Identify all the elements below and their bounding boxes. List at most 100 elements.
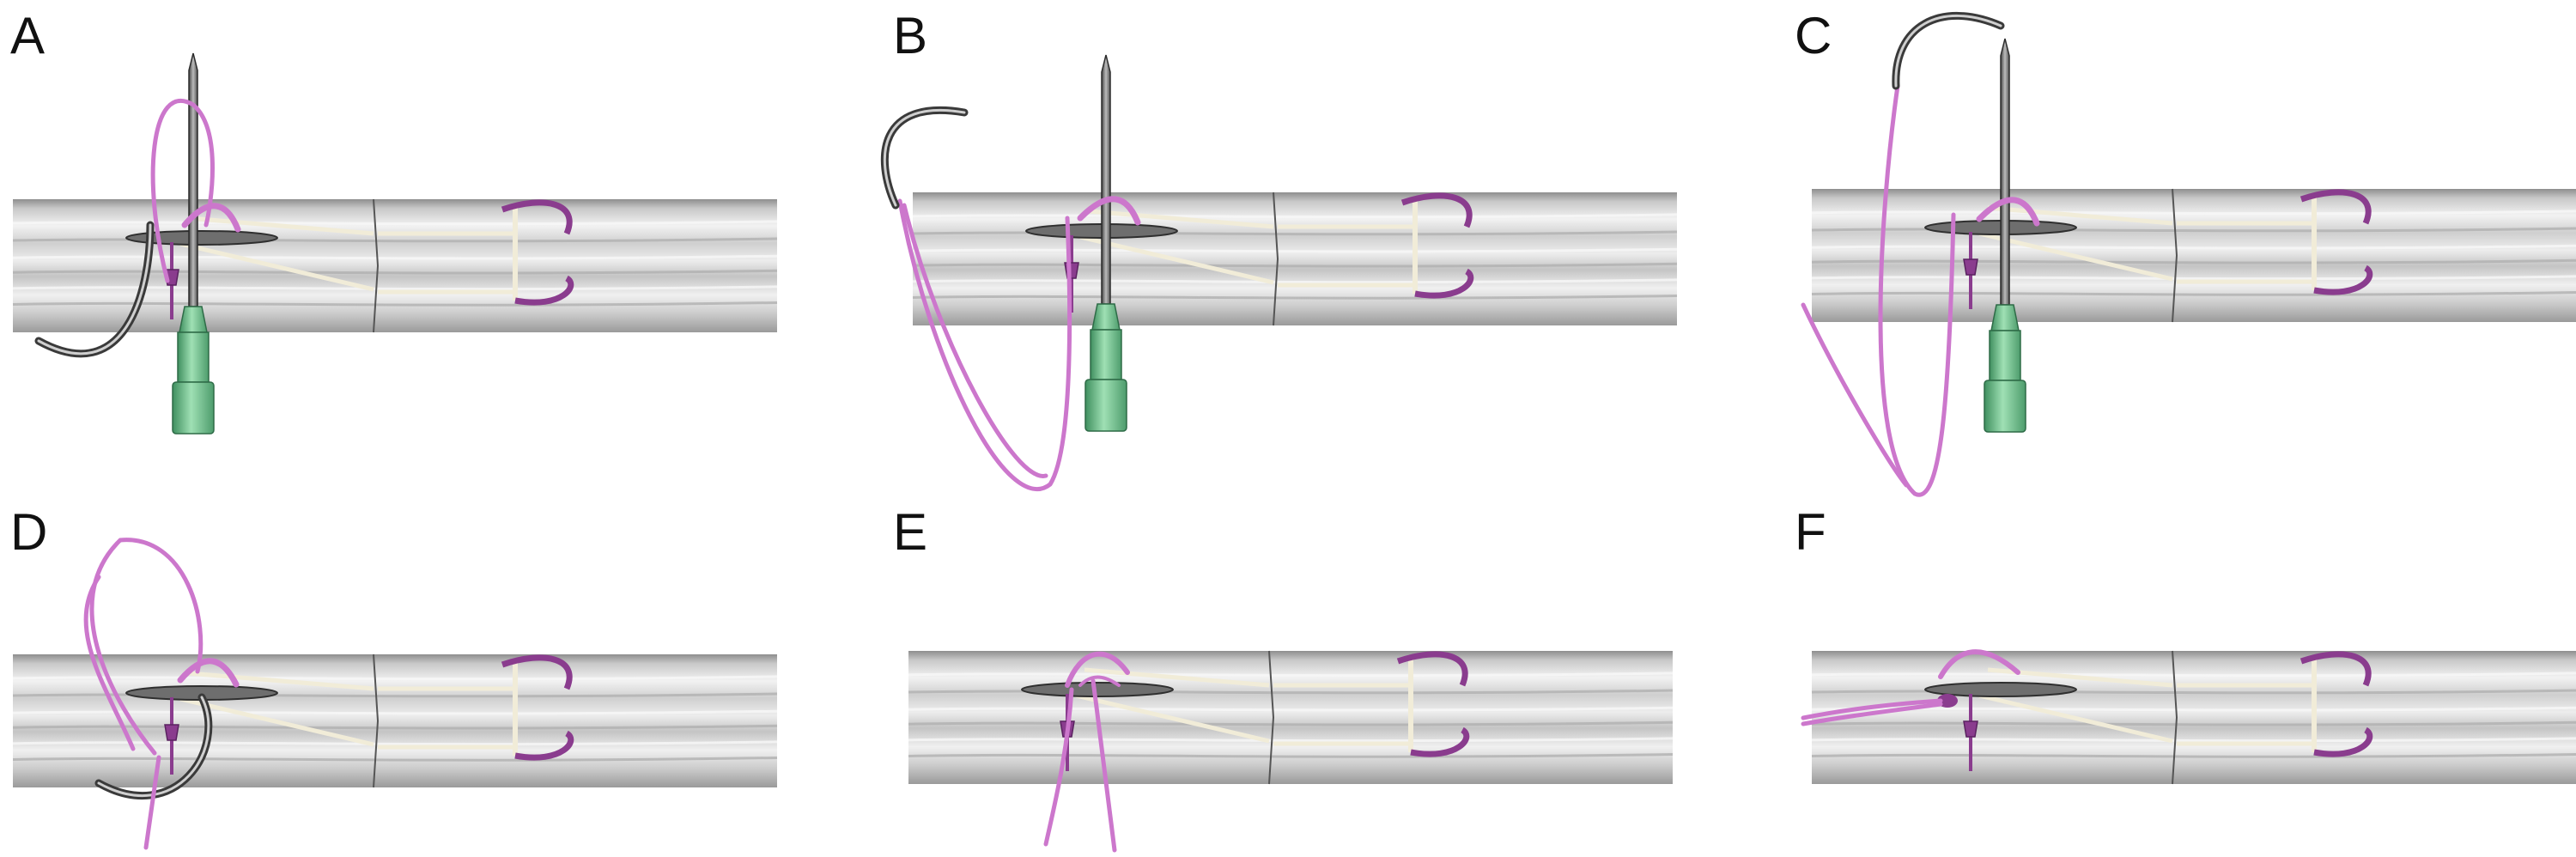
tendon-fiber — [908, 706, 1674, 712]
tendon-fiber — [912, 230, 1678, 236]
tendon-fiber — [1811, 244, 2576, 250]
suture-thread — [89, 538, 204, 756]
tendon-fiber — [1811, 290, 2576, 296]
suture-thread — [1078, 675, 1121, 687]
repair-site-line — [1273, 191, 1279, 326]
hypodermic-needle — [188, 52, 198, 307]
tendon-fiber — [1811, 258, 2576, 264]
core-suture-loop — [514, 730, 574, 761]
tendon — [1812, 651, 2576, 784]
tendon-fiber — [1811, 227, 2576, 233]
repair-site-line — [1268, 650, 1275, 785]
tendon — [13, 199, 777, 332]
tendon — [913, 192, 1677, 325]
curved-needle-highlight — [883, 109, 966, 207]
suture-thread — [1065, 651, 1130, 688]
panel-c: C — [1795, 7, 2576, 497]
needle-hub — [177, 331, 210, 383]
needle-hub-base — [172, 381, 215, 435]
panel-e: E — [893, 503, 1674, 853]
core-suture-loop — [501, 199, 573, 235]
curved-needle-highlight — [1894, 14, 2002, 88]
core-suture-loop — [2300, 651, 2372, 687]
suture-entry-hole — [1924, 682, 2077, 697]
needle-hub-neck — [179, 306, 208, 333]
core-suture-strand — [179, 696, 374, 747]
suture-entry-hole — [125, 230, 278, 246]
tendon-fiber — [12, 724, 778, 730]
curved-needle-highlight — [97, 696, 210, 797]
needle-hub-base — [1084, 379, 1127, 432]
suture-thread — [1801, 698, 1943, 720]
core-suture-strand — [1084, 667, 1270, 688]
core-suture-strand — [179, 241, 374, 292]
panel-f: F — [1795, 503, 2576, 785]
core-suture-strand — [188, 671, 374, 691]
suture-thread — [1043, 687, 1074, 847]
panel-label: D — [10, 503, 47, 561]
tendon-fiber — [908, 689, 1674, 695]
suture-thread — [1878, 83, 1956, 497]
tendon-fiber — [1811, 275, 2576, 281]
core-suture-strand — [1088, 209, 1274, 229]
panel-label: F — [1795, 503, 1826, 561]
tendon-fiber — [912, 247, 1678, 253]
core-suture-strand — [1075, 693, 1270, 744]
tendon-fiber — [12, 220, 778, 226]
repair-site-line — [2172, 188, 2178, 323]
tendon-fiber — [12, 285, 778, 291]
core-suture-strand — [1987, 205, 2173, 226]
tendon-fiber — [1811, 210, 2576, 216]
core-suture-loop — [1410, 726, 1470, 757]
core-suture-strand — [1079, 234, 1274, 285]
needle-hub-base — [1984, 380, 2026, 433]
core-suture-loop — [2300, 189, 2372, 225]
tendon — [1812, 189, 2576, 322]
tendon-fiber — [12, 740, 778, 746]
repair-site-line — [373, 198, 380, 333]
tendon-fiber — [912, 278, 1678, 284]
suture-thread — [1801, 302, 1909, 488]
core-suture-loop — [1414, 268, 1474, 299]
repair-site-line — [373, 653, 380, 788]
core-suture-loop — [1400, 192, 1473, 228]
suture-thread — [1077, 196, 1141, 226]
tendon — [13, 654, 777, 787]
needle-hub — [1989, 330, 2021, 381]
panel-label: B — [893, 7, 927, 64]
panel-label: C — [1795, 7, 1832, 64]
needle-hub-neck — [1091, 303, 1121, 331]
suture-thread — [1801, 702, 1943, 726]
core-suture-loop — [2313, 726, 2373, 757]
panel-label: E — [893, 503, 927, 561]
hypodermic-needle — [2000, 38, 2010, 306]
tendon-fiber — [912, 213, 1678, 219]
suture-thread — [1976, 197, 2040, 227]
tendon-fiber — [12, 301, 778, 307]
tendon-fiber — [912, 262, 1678, 268]
tendon-fiber — [12, 269, 778, 275]
repair-site-line — [2172, 650, 2178, 785]
panel-label: A — [10, 7, 45, 64]
tendon-fiber — [12, 709, 778, 715]
tendon-fiber — [12, 756, 778, 762]
core-suture-loop — [1396, 651, 1468, 687]
suture-entry-hole — [1021, 682, 1174, 697]
core-suture-loop — [501, 654, 573, 690]
tendon-fiber — [1811, 706, 2576, 712]
core-suture-loop — [514, 275, 574, 306]
curved-needle-highlight — [37, 223, 152, 356]
panel-b: B — [880, 7, 1678, 492]
tendon-fiber — [1811, 689, 2576, 695]
tendon — [908, 651, 1673, 784]
suture-thread — [143, 755, 161, 850]
suture-thread — [83, 574, 136, 751]
suture-thread — [897, 198, 1072, 492]
suture-thread — [181, 203, 241, 233]
needle-hub — [1090, 329, 1122, 380]
needle-hub-neck — [1990, 304, 2020, 331]
curved-needle — [1892, 11, 2005, 90]
tendon-fiber — [12, 237, 778, 243]
anchor-tag — [164, 724, 179, 741]
